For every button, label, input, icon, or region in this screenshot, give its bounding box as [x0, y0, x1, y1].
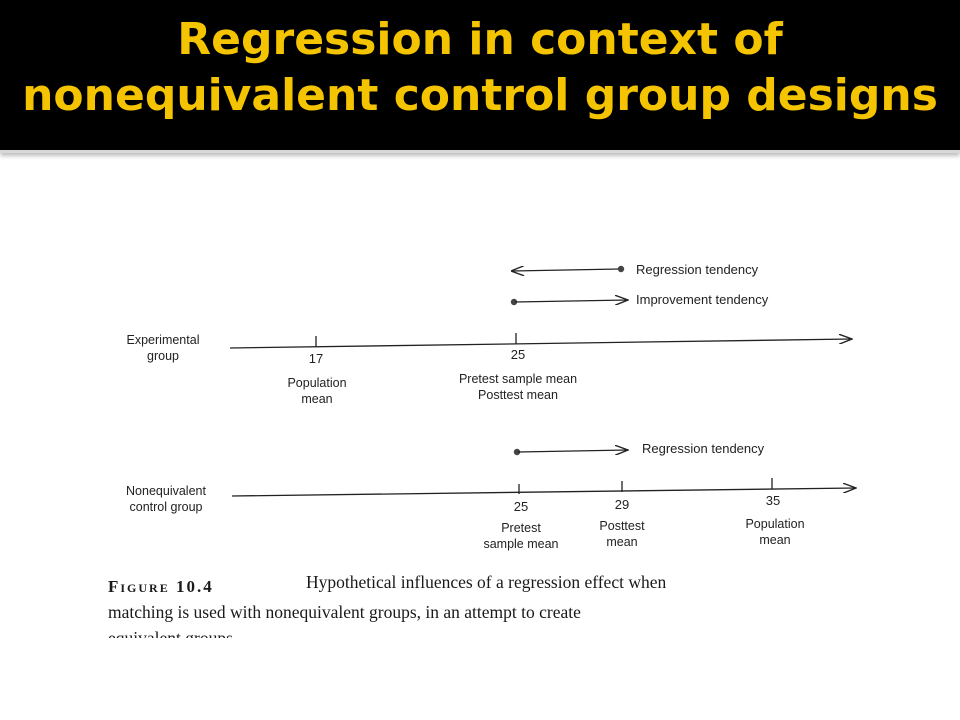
ctrl-tick-label-35-line2: mean	[759, 533, 790, 547]
ctrl-tick-label-35-line1: Population	[745, 517, 804, 531]
ctrl-tick-value-29: 29	[615, 497, 629, 512]
figure-image: Regression tendency Improvement tendency…	[0, 150, 960, 720]
ctrl-regression-dot	[513, 448, 521, 456]
exp-group-label-line2: group	[147, 349, 179, 363]
caption-line2: matching is used with nonequivalent grou…	[108, 602, 581, 622]
exp-tick-label-25-line2: Posttest mean	[478, 388, 558, 402]
slide-title: Regression in context of nonequivalent c…	[0, 12, 960, 124]
exp-regression-arrow	[512, 269, 621, 271]
exp-group-label-line1: Experimental	[127, 333, 200, 347]
exp-regression-dot	[617, 265, 625, 273]
ctrl-regression-arrow	[517, 450, 628, 452]
ctrl-tick-label-25-line2: sample mean	[483, 537, 558, 551]
exp-tick-label-17-line2: mean	[301, 392, 332, 406]
exp-regression-label: Regression tendency	[636, 262, 759, 277]
exp-tick-value-17: 17	[309, 351, 323, 366]
ctrl-tick-value-25: 25	[514, 499, 528, 514]
exp-axis	[229, 339, 852, 349]
ctrl-axis	[231, 488, 856, 497]
slide-title-line-1: Regression in context of	[177, 14, 783, 65]
ctrl-group-label-line1: Nonequivalent	[126, 484, 206, 498]
control-group: Regression tendency Nonequivalent contro…	[126, 441, 856, 551]
caption-line1: Hypothetical influences of a regression …	[306, 572, 666, 592]
ctrl-tick-label-29-line2: mean	[606, 535, 637, 549]
regression-diagram: Regression tendency Improvement tendency…	[0, 262, 960, 720]
ctrl-regression-label: Regression tendency	[642, 441, 765, 456]
caption-figure-label: Figure 10.4	[108, 577, 214, 596]
exp-tick-value-25: 25	[511, 347, 525, 362]
experimental-group: Regression tendency Improvement tendency…	[127, 262, 852, 406]
title-band: Regression in context of nonequivalent c…	[0, 0, 960, 153]
ctrl-tick-label-29-line1: Posttest	[599, 519, 645, 533]
exp-tick-label-25-line1: Pretest sample mean	[459, 372, 577, 386]
scan-crop-mask	[0, 638, 960, 720]
exp-improvement-dot	[510, 298, 518, 306]
figure-caption: Figure 10.4 Hypothetical influences of a…	[0, 572, 960, 720]
exp-improvement-arrow	[514, 300, 628, 302]
exp-improvement-label: Improvement tendency	[636, 292, 769, 307]
slide-title-line-2: nonequivalent control group designs	[22, 70, 938, 121]
ctrl-tick-label-25-line1: Pretest	[501, 521, 541, 535]
exp-tick-label-17-line1: Population	[287, 376, 346, 390]
ctrl-tick-value-35: 35	[766, 493, 780, 508]
ctrl-group-label-line2: control group	[130, 500, 203, 514]
